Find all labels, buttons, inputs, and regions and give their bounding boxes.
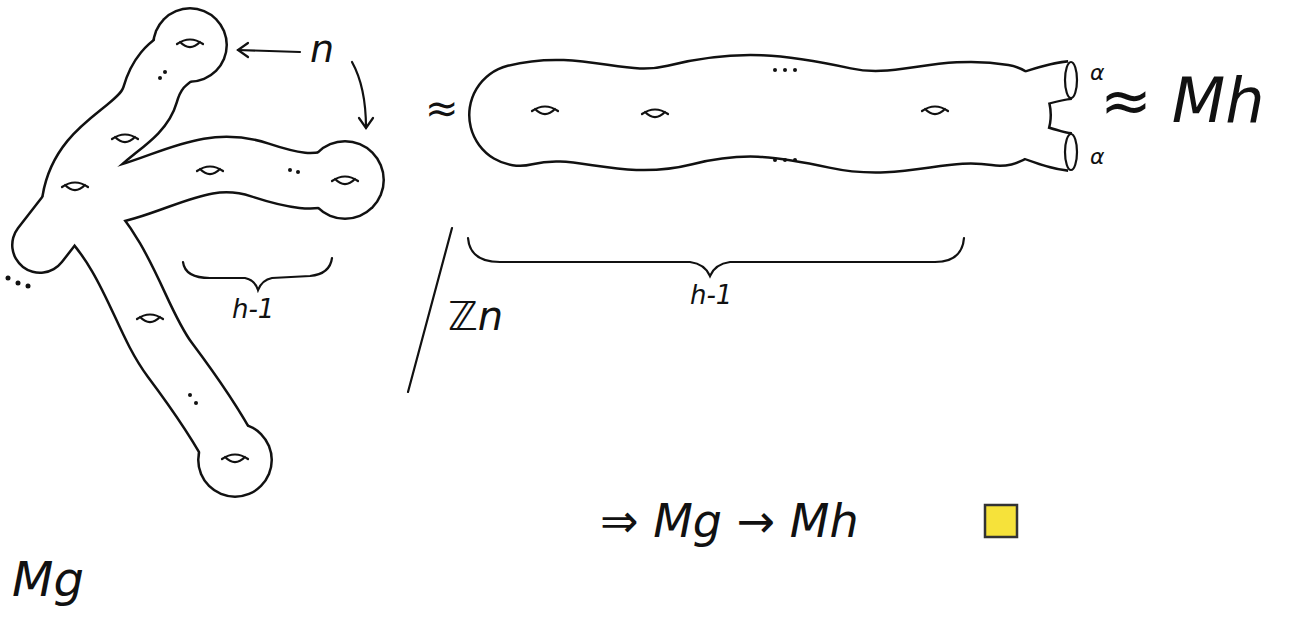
brace-label: h-1 [690, 282, 732, 308]
surface-label: Mg [12, 555, 84, 603]
qed-square [985, 505, 1017, 537]
result-label: ≈ Mh [1100, 70, 1264, 132]
homeomorphic-sign: ≈ [425, 88, 459, 128]
boundary-label: α [1090, 146, 1105, 168]
brace-label: h-1 [232, 296, 274, 322]
count-label: n [310, 30, 334, 68]
genus-g-outline [40, 45, 345, 460]
map-statement: ⇒ Mg → Mh [600, 498, 859, 544]
group-label: ℤn [448, 296, 503, 336]
